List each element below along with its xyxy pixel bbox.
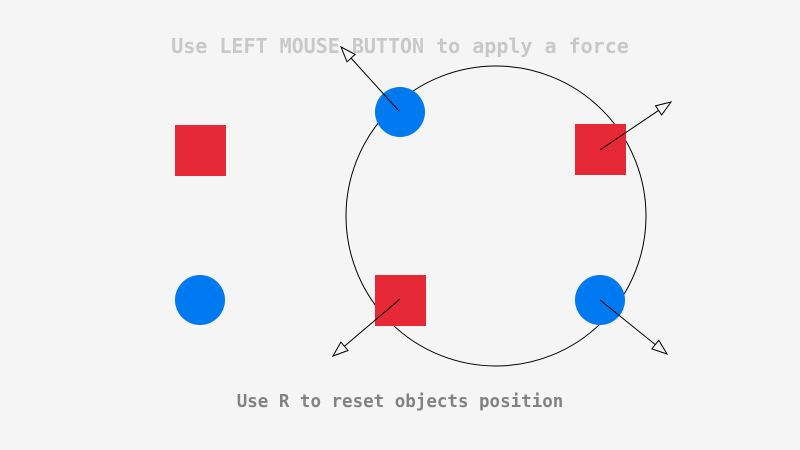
instruction-reset-objects: Use R to reset objects position [236,392,564,412]
instruction-apply-force: Use LEFT MOUSE BUTTON to apply a force [171,34,629,58]
boundary-circle [345,65,647,367]
force-arrow-shaft [599,109,659,151]
force-arrow-shaft [599,299,656,345]
force-arrow-head [331,341,349,357]
physics-box[interactable] [175,125,226,176]
force-arrow-shaft [350,57,400,112]
physics-ball[interactable] [375,87,425,137]
physics-box[interactable] [375,275,426,326]
force-arrow-shaft [344,298,401,347]
force-arrow-head [654,101,673,116]
force-arrow-head [340,45,357,63]
physics-ball[interactable] [175,275,225,325]
force-arrow-head [651,339,669,355]
